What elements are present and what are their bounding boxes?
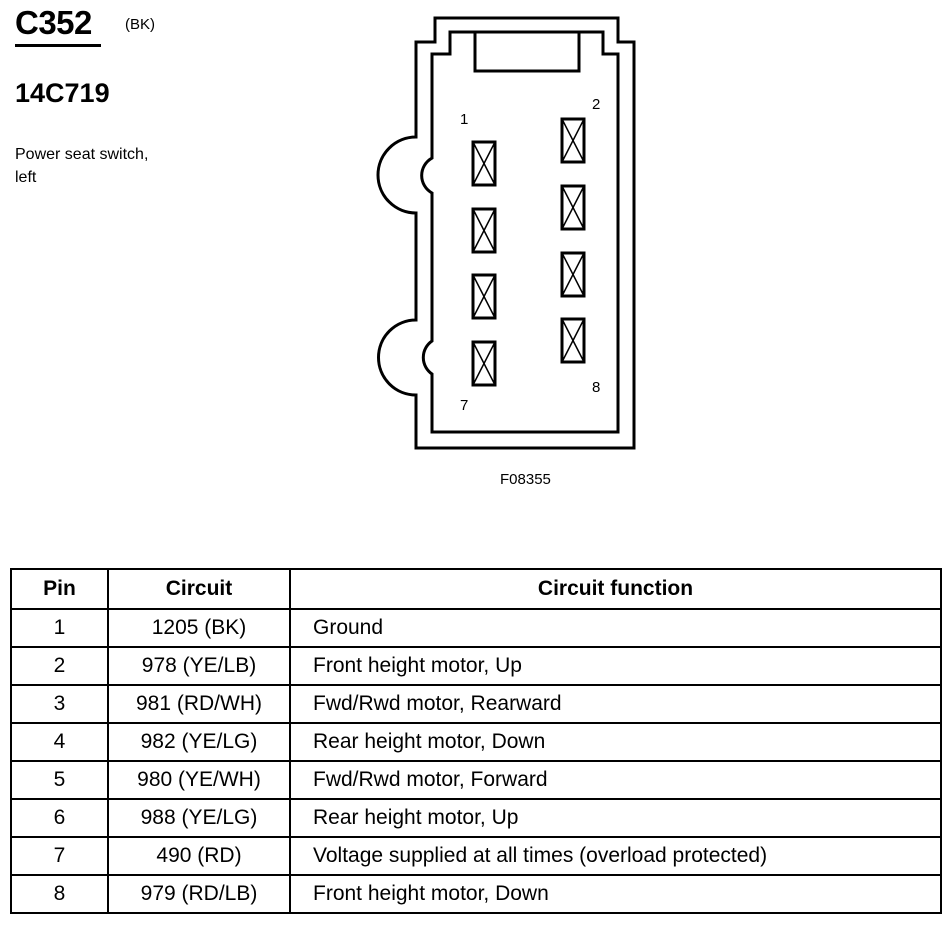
pin-label-8: 8 <box>592 379 600 396</box>
cell-pin: 6 <box>10 798 109 838</box>
table-row: 4 982 (YE/LG) Rear height motor, Down <box>10 722 942 762</box>
pin-cavity-2 <box>560 117 586 164</box>
cell-pin: 5 <box>10 760 109 800</box>
cell-function: Rear height motor, Up <box>289 798 942 838</box>
pin-cavity-3 <box>471 207 497 254</box>
table-row: 6 988 (YE/LG) Rear height motor, Up <box>10 798 942 838</box>
cell-function: Fwd/Rwd motor, Forward <box>289 760 942 800</box>
cell-circuit: 982 (YE/LG) <box>107 722 291 762</box>
cell-circuit: 981 (RD/WH) <box>107 684 291 724</box>
cell-circuit: 1205 (BK) <box>107 608 291 648</box>
cell-pin: 1 <box>10 608 109 648</box>
table-row: 3 981 (RD/WH) Fwd/Rwd motor, Rearward <box>10 684 942 724</box>
cell-function: Front height motor, Down <box>289 874 942 914</box>
cell-pin: 4 <box>10 722 109 762</box>
cell-function: Front height motor, Up <box>289 646 942 686</box>
cell-circuit: 980 (YE/WH) <box>107 760 291 800</box>
table-row: 2 978 (YE/LB) Front height motor, Up <box>10 646 942 686</box>
pin-label-1: 1 <box>460 111 468 128</box>
description-line-1: Power seat switch, <box>15 146 149 163</box>
pin-cavity-7 <box>471 340 497 387</box>
cell-function: Voltage supplied at all times (overload … <box>289 836 942 876</box>
pin-label-2: 2 <box>592 96 600 113</box>
header-function: Circuit function <box>289 568 942 610</box>
pin-cavity-5 <box>471 273 497 320</box>
table-row: 5 980 (YE/WH) Fwd/Rwd motor, Forward <box>10 760 942 800</box>
pin-cavity-6 <box>560 251 586 298</box>
connector-color: (BK) <box>125 16 155 33</box>
cell-pin: 8 <box>10 874 109 914</box>
cell-circuit: 490 (RD) <box>107 836 291 876</box>
cell-circuit: 978 (YE/LB) <box>107 646 291 686</box>
table-row: 1 1205 (BK) Ground <box>10 608 942 648</box>
table-row: 7 490 (RD) Voltage supplied at all times… <box>10 836 942 876</box>
header-pin: Pin <box>10 568 109 610</box>
pin-cavity-8 <box>560 317 586 364</box>
cell-function: Fwd/Rwd motor, Rearward <box>289 684 942 724</box>
cell-pin: 7 <box>10 836 109 876</box>
pin-cavity-4 <box>560 184 586 231</box>
cell-pin: 3 <box>10 684 109 724</box>
cell-circuit: 988 (YE/LG) <box>107 798 291 838</box>
pinout-table: Pin Circuit Circuit function 1 1205 (BK)… <box>10 568 942 914</box>
connector-id-underline <box>15 44 101 47</box>
part-number: 14C719 <box>15 78 110 108</box>
connector-inner-shell <box>420 30 620 434</box>
cell-pin: 2 <box>10 646 109 686</box>
cell-circuit: 979 (RD/LB) <box>107 874 291 914</box>
pin-cavity-1 <box>471 140 497 187</box>
locking-tab <box>473 30 581 73</box>
connector-face-diagram: 1 2 7 8 <box>376 16 636 450</box>
connector-description: Power seat switch, left <box>15 143 185 189</box>
connector-outer-shell <box>376 16 636 450</box>
table-row: 8 979 (RD/LB) Front height motor, Down <box>10 874 942 914</box>
figure-id: F08355 <box>500 471 551 488</box>
table-header-row: Pin Circuit Circuit function <box>10 568 942 610</box>
description-line-2: left <box>15 169 37 186</box>
cell-function: Rear height motor, Down <box>289 722 942 762</box>
connector-id: C352 <box>15 4 92 41</box>
header-circuit: Circuit <box>107 568 291 610</box>
cell-function: Ground <box>289 608 942 648</box>
pin-label-7: 7 <box>460 397 468 414</box>
